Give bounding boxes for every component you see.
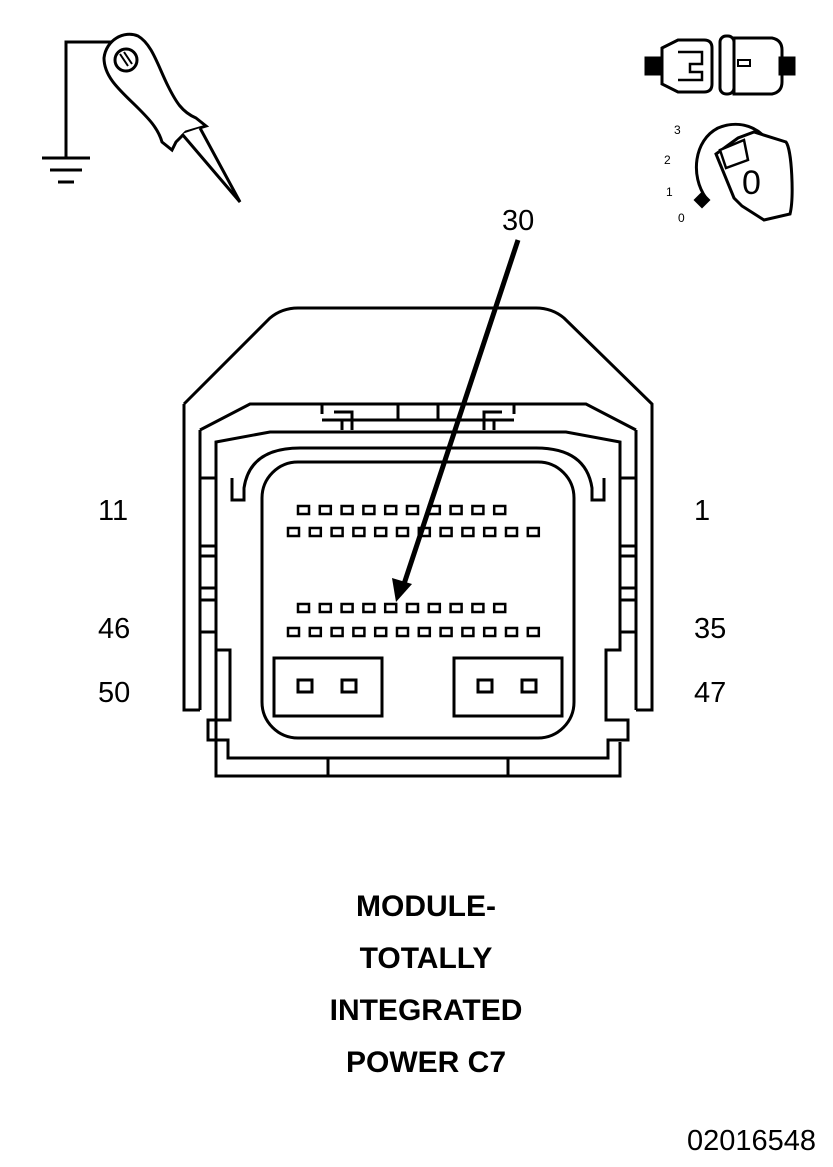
pin-cavity bbox=[427, 602, 442, 614]
connector-title: MODULE- TOTALLY INTEGRATED POWER C7 bbox=[330, 890, 523, 1079]
pin-label-right-mid: 35 bbox=[694, 613, 726, 645]
pin-cavity bbox=[296, 602, 311, 614]
pin-cavity bbox=[526, 526, 541, 538]
pin-cavity bbox=[449, 504, 463, 516]
pin-cavity bbox=[330, 526, 344, 538]
pin-cavity bbox=[395, 626, 410, 638]
connector-disconnect-icon bbox=[644, 34, 796, 96]
pin-cavity bbox=[492, 504, 507, 516]
ignition-position-3: 3 bbox=[674, 123, 681, 137]
pin-cavity bbox=[318, 602, 333, 614]
pin-cavity bbox=[362, 504, 376, 516]
power-cavity-left bbox=[272, 656, 384, 718]
title-line-3: INTEGRATED bbox=[330, 994, 523, 1027]
pin-cavity bbox=[504, 526, 519, 538]
pin-cavity bbox=[340, 504, 354, 516]
pin-cavity bbox=[383, 602, 398, 614]
pin-cavity bbox=[492, 602, 507, 614]
ignition-position-2: 2 bbox=[664, 153, 671, 167]
pin-cavity bbox=[373, 626, 388, 638]
ignition-key-icon: 3 2 1 0 0 bbox=[664, 122, 794, 225]
title-line-1: MODULE- bbox=[356, 890, 496, 923]
pin-30-callout-arrow bbox=[392, 239, 521, 602]
pin-label-right-top: 1 bbox=[694, 495, 710, 527]
pin-label-right-bottom: 47 bbox=[694, 677, 726, 709]
pin-cavity bbox=[504, 626, 519, 638]
pin-cavity bbox=[482, 526, 497, 538]
pin-label-left-top: 11 bbox=[98, 495, 128, 527]
pin-cavity bbox=[383, 504, 398, 516]
ignition-key-state: 0 bbox=[742, 164, 761, 202]
pin-cavity bbox=[471, 602, 485, 614]
pin-cavity bbox=[296, 504, 311, 516]
callout-pin-number: 30 bbox=[502, 205, 534, 237]
title-line-4: POWER C7 bbox=[346, 1046, 506, 1079]
pin-cavity-grid bbox=[286, 504, 541, 638]
ignition-position-1: 1 bbox=[666, 185, 673, 199]
connector-c7-face bbox=[182, 306, 654, 778]
pin-cavity bbox=[286, 526, 301, 538]
pin-cavity bbox=[461, 526, 475, 538]
pin-cavity bbox=[449, 602, 463, 614]
ignition-position-0: 0 bbox=[678, 211, 685, 225]
pin-cavity bbox=[286, 626, 301, 638]
pin-cavity bbox=[362, 602, 376, 614]
pin-cavity bbox=[352, 526, 366, 538]
pin-cavity bbox=[395, 526, 410, 538]
power-cavity-right bbox=[452, 656, 564, 718]
pin-cavity bbox=[482, 626, 497, 638]
pin-label-left-bottom: 50 bbox=[98, 677, 130, 709]
pin-label-left-mid: 46 bbox=[98, 613, 130, 645]
pin-cavity bbox=[330, 626, 344, 638]
pin-cavity bbox=[318, 504, 333, 516]
pin-cavity bbox=[308, 626, 323, 638]
title-line-2: TOTALLY bbox=[360, 942, 493, 975]
ground-probe-icon bbox=[42, 32, 242, 203]
pin-cavity bbox=[373, 526, 388, 538]
pin-cavity bbox=[352, 626, 366, 638]
pin-cavity bbox=[308, 526, 323, 538]
pin-cavity bbox=[461, 626, 475, 638]
figure-code: 02016548 bbox=[687, 1125, 816, 1157]
pin-cavity bbox=[417, 626, 432, 638]
pin-cavity bbox=[526, 626, 541, 638]
pin-cavity bbox=[439, 526, 453, 538]
pin-cavity bbox=[405, 504, 420, 516]
pin-cavity bbox=[340, 602, 354, 614]
pin-cavity bbox=[405, 602, 420, 614]
pin-cavity bbox=[471, 504, 485, 516]
pin-cavity bbox=[439, 626, 453, 638]
